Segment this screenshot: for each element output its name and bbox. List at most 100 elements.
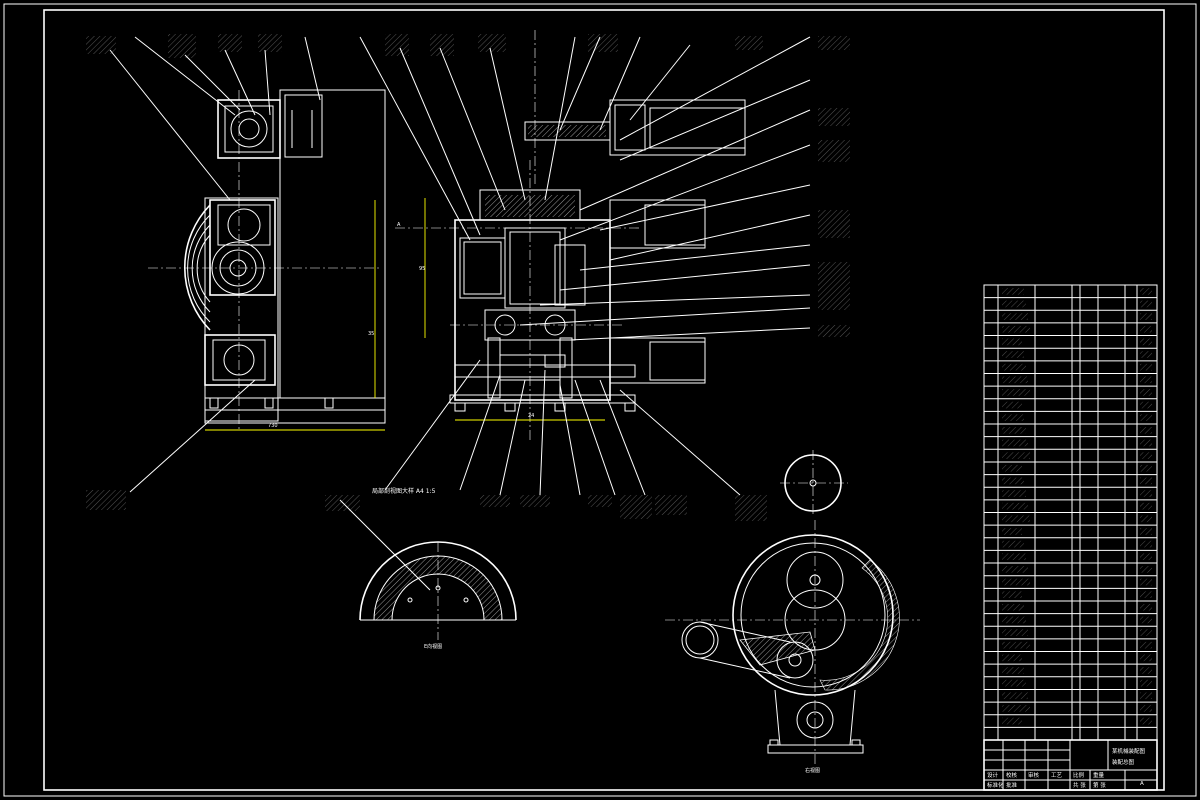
bom-cell-mark bbox=[1002, 717, 1022, 725]
small-disc-view bbox=[780, 450, 848, 516]
bom-cell-mark bbox=[1002, 351, 1024, 358]
bom-cell-mark bbox=[1140, 629, 1152, 636]
tb-cell-standard: 标准化 bbox=[987, 781, 1004, 789]
bom-cell-mark bbox=[1140, 464, 1152, 472]
bom-cell-mark bbox=[1002, 502, 1028, 510]
title-name: 某机械装配图 bbox=[1112, 747, 1146, 755]
bom-cell-mark bbox=[1002, 300, 1026, 308]
bom-cell-mark bbox=[1140, 477, 1152, 485]
bom-cell-mark bbox=[1140, 490, 1152, 497]
tb-cell-check: 校核 bbox=[1006, 771, 1018, 779]
bom-cell-mark bbox=[1002, 376, 1028, 384]
bom-cell-mark bbox=[1002, 553, 1026, 561]
title-sheet: A bbox=[1140, 781, 1144, 787]
tb-cell-scale: 比例 bbox=[1073, 771, 1085, 779]
section-view: 95 24 A bbox=[395, 30, 746, 440]
tb-cell-approve: 批准 bbox=[1006, 781, 1018, 789]
bom-cell-mark bbox=[1002, 540, 1024, 548]
outer-border bbox=[3, 3, 1197, 797]
bom-cell-mark bbox=[1002, 679, 1026, 687]
bom-cell-mark bbox=[1140, 591, 1152, 598]
bom-cell-mark bbox=[1140, 566, 1152, 573]
callout-tags bbox=[86, 34, 850, 521]
bom-cell-mark bbox=[1140, 654, 1152, 662]
bom-cell-mark bbox=[1140, 603, 1152, 611]
bom-cell-mark bbox=[1140, 414, 1152, 422]
bom-cell-mark bbox=[1002, 629, 1028, 636]
bill-of-materials bbox=[983, 284, 1158, 741]
bom-cell-mark bbox=[1140, 679, 1152, 687]
partial-view: E向视图 bbox=[359, 541, 517, 650]
bom-cell-mark bbox=[1002, 616, 1026, 624]
bom-cell-mark bbox=[1002, 515, 1030, 523]
leader-lines bbox=[109, 36, 811, 591]
tb-cell-sheet: 第 张 bbox=[1093, 781, 1106, 789]
bom-cell-mark bbox=[1140, 452, 1152, 459]
bom-cell-mark bbox=[1140, 376, 1152, 384]
bom-cell-mark bbox=[1002, 439, 1028, 447]
bom-cell-mark bbox=[1140, 313, 1152, 320]
inner-border bbox=[43, 9, 1165, 791]
dim-width: 730 bbox=[268, 423, 278, 429]
bom-cell-mark bbox=[1140, 288, 1152, 295]
bom-cell-mark bbox=[1140, 553, 1152, 561]
left-side-view: 730 35 bbox=[148, 89, 386, 431]
bom-cell-mark bbox=[1002, 528, 1022, 535]
bom-cell-mark bbox=[1140, 667, 1152, 674]
bom-cell-mark bbox=[1002, 313, 1028, 320]
bom-cell-mark bbox=[1002, 427, 1026, 434]
bom-cell-mark bbox=[1140, 325, 1152, 333]
bom-cell-mark bbox=[1140, 351, 1152, 358]
tb-cell-design: 设计 bbox=[987, 771, 999, 779]
bom-cell-mark bbox=[1140, 578, 1152, 586]
bom-cell-mark bbox=[1140, 616, 1152, 624]
bom-cell-mark bbox=[1002, 288, 1024, 295]
bom-cell-mark bbox=[1002, 338, 1022, 346]
bom-cell-mark bbox=[1140, 401, 1152, 409]
title-drawing-no: 装配总图 bbox=[1112, 758, 1135, 766]
bom-cell-mark bbox=[1002, 325, 1030, 333]
bom-cell-mark bbox=[1002, 363, 1026, 371]
tb-cell-review: 审核 bbox=[1028, 771, 1040, 779]
bom-cell-mark bbox=[1140, 502, 1152, 510]
end-view: 右视图 bbox=[665, 520, 920, 774]
title-block: 某机械装配图 装配总图 A 设计 校核 审核 工艺 标准化 批准 比例 重量 共… bbox=[983, 739, 1158, 791]
bom-cell-mark bbox=[1140, 641, 1152, 649]
bom-cell-mark bbox=[1140, 528, 1152, 535]
dim-section-height: 95 bbox=[419, 266, 425, 272]
bom-cell-mark bbox=[1140, 515, 1152, 523]
bom-cell-mark bbox=[1002, 566, 1028, 573]
bom-cell-mark bbox=[1140, 439, 1152, 447]
bom-cell-mark bbox=[1140, 717, 1152, 725]
section-note: 局部剖视图大样 A4 1:5 bbox=[372, 487, 436, 495]
bom-cell-mark bbox=[1002, 464, 1022, 472]
bom-cell-mark bbox=[1140, 705, 1152, 712]
bom-cell-mark bbox=[1002, 490, 1026, 497]
bom-cell-mark bbox=[1002, 477, 1024, 485]
section-marker: A bbox=[397, 222, 401, 228]
end-view-caption: 右视图 bbox=[805, 767, 820, 774]
bom-cell-mark bbox=[1002, 389, 1030, 396]
bom-cell-mark bbox=[1140, 363, 1152, 371]
bom-cell-mark bbox=[1002, 578, 1030, 586]
bom-cell-mark bbox=[1002, 641, 1030, 649]
tb-cell-process: 工艺 bbox=[1051, 772, 1063, 779]
bom-cell-mark bbox=[1002, 591, 1022, 598]
bom-cell-mark bbox=[1140, 692, 1152, 700]
dim-section-base: 24 bbox=[528, 413, 534, 419]
bom-cell-mark bbox=[1140, 300, 1152, 308]
bom-cell-mark bbox=[1002, 705, 1030, 712]
bom-cell-mark bbox=[1140, 389, 1152, 396]
bom-cell-mark bbox=[1002, 603, 1024, 611]
bom-cell-mark bbox=[1002, 414, 1024, 422]
bom-cell-mark bbox=[1002, 452, 1030, 459]
partial-view-caption: E向视图 bbox=[424, 643, 442, 650]
tb-cell-total: 共 张 bbox=[1073, 781, 1086, 789]
bom-cell-mark bbox=[1140, 338, 1152, 346]
bom-cell-mark bbox=[1140, 427, 1152, 434]
bom-cell-mark bbox=[1002, 401, 1022, 409]
tb-cell-weight: 重量 bbox=[1093, 771, 1105, 779]
bom-cell-mark bbox=[1002, 667, 1024, 674]
bom-cell-mark bbox=[1002, 654, 1022, 662]
